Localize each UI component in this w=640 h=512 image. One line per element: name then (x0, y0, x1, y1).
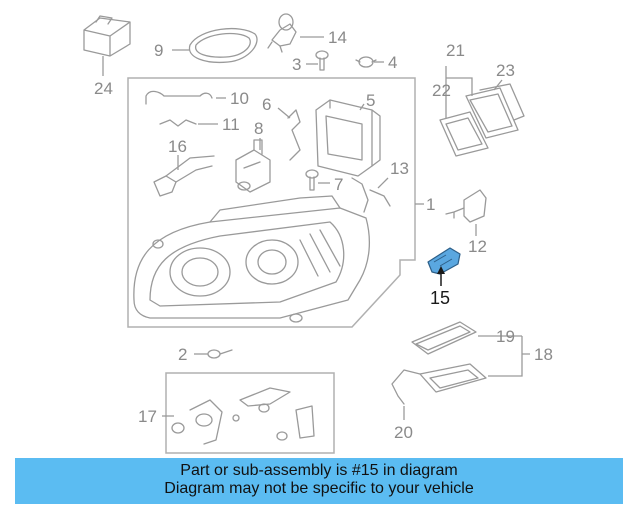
callout-8: 8 (254, 119, 263, 138)
frame-icon (315, 99, 381, 177)
callout-23: 23 (496, 61, 515, 80)
headlamp-assembly-box (127, 77, 416, 328)
callout-17: 17 (138, 407, 157, 426)
callout-12: 12 (468, 237, 487, 256)
wire-icon (159, 119, 197, 127)
screw-icon (315, 50, 329, 71)
callout-22: 22 (432, 81, 451, 100)
sub-assembly-box (165, 372, 335, 454)
parts-diagram: 24 9 14 3 4 10 11 6 5 8 16 7 13 1 21 23 … (83, 13, 553, 454)
headlamp-housing-icon (133, 195, 370, 323)
callout-13: 13 (390, 159, 409, 178)
callout-18: 18 (534, 345, 553, 364)
callout-7: 7 (334, 175, 343, 194)
bulb-socket-icon (153, 155, 215, 197)
callout-24: 24 (94, 79, 113, 98)
socket-icon (235, 139, 271, 193)
callout-19: 19 (496, 327, 515, 346)
callout-9: 9 (154, 41, 163, 60)
banner-line-1: Part or sub-assembly is #15 in diagram (180, 462, 458, 479)
callout-21: 21 (446, 41, 465, 60)
plug-icon (445, 189, 487, 223)
bolt-icon (207, 349, 233, 359)
bulb-icon (267, 13, 297, 53)
lead-19-18 (478, 335, 530, 377)
callout-6: 6 (262, 95, 271, 114)
arrow-15-icon (437, 266, 445, 274)
callout-5: 5 (366, 91, 375, 110)
lead-21 (445, 66, 473, 118)
bracket-wire-icon (287, 109, 301, 161)
callout-4: 4 (388, 53, 397, 72)
callout-10: 10 (230, 89, 249, 108)
callout-15[interactable]: 15 (430, 288, 450, 308)
callout-1: 1 (426, 195, 435, 214)
callout-14: 14 (328, 28, 347, 47)
callout-16: 16 (168, 137, 187, 156)
callout-2: 2 (178, 345, 187, 364)
wire-loop-icon (351, 177, 391, 213)
sub-assembly-parts-icon (171, 387, 315, 445)
info-banner: Part or sub-assembly is #15 in diagram D… (15, 458, 623, 504)
lens-set-icon (439, 83, 525, 157)
wiring-harness-icon (145, 90, 213, 105)
small-screw-icon (305, 169, 319, 191)
clip-icon (355, 56, 377, 68)
callout-20: 20 (394, 423, 413, 442)
ballast-icon (391, 321, 487, 405)
banner-line-2: Diagram may not be specific to your vehi… (164, 480, 474, 497)
callout-11: 11 (222, 115, 240, 134)
highlighted-part-15-icon[interactable] (427, 247, 461, 275)
control-module-icon (83, 15, 131, 57)
callout-3: 3 (292, 55, 301, 74)
trim-ring-icon (188, 27, 258, 64)
